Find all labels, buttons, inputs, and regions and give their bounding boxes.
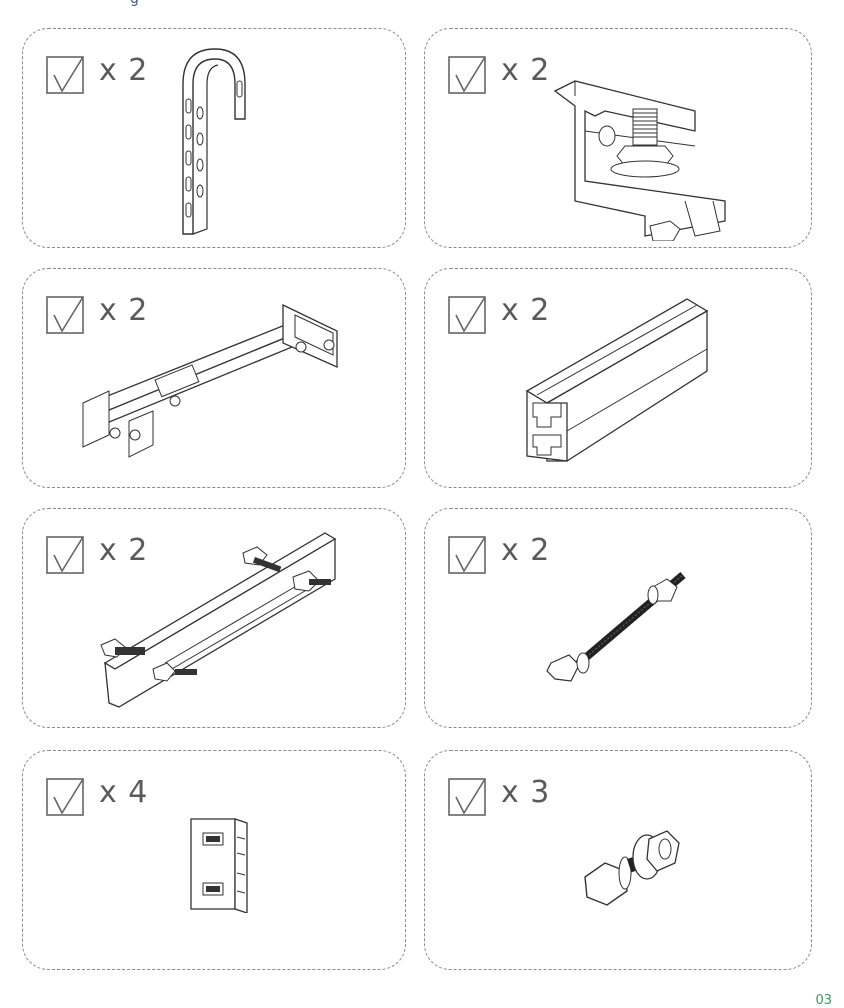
threaded-rod-icon	[546, 571, 686, 682]
rail-profile-icon	[525, 298, 709, 462]
quantity-label: x 2	[99, 293, 149, 328]
checkbox-checked-icon[interactable]	[447, 777, 487, 817]
quantity-label: x 2	[99, 533, 149, 568]
checkbox-checked-icon[interactable]	[45, 295, 85, 335]
quantity-label: x 4	[99, 775, 149, 810]
checkbox-checked-icon[interactable]	[447, 535, 487, 575]
end-cap-icon	[190, 818, 248, 913]
part-card-telescopic-leg: x 2	[22, 268, 406, 488]
hex-bolt-icon	[584, 830, 680, 906]
quantity-label: x 2	[99, 53, 149, 88]
quantity-label: x 2	[501, 533, 551, 568]
part-card-rail-splice: x 2	[22, 508, 406, 728]
checkbox-checked-icon[interactable]	[447, 295, 487, 335]
part-card-hook-bracket: x 2	[22, 28, 406, 248]
checkbox-checked-icon[interactable]	[447, 55, 487, 95]
checkbox-checked-icon[interactable]	[45, 55, 85, 95]
quantity-label: x 2	[501, 293, 551, 328]
checkbox-checked-icon[interactable]	[45, 777, 85, 817]
part-card-end-clamp: x 2	[424, 28, 812, 248]
end-clamp-icon	[553, 80, 726, 241]
part-card-threaded-rod: x 2	[424, 508, 812, 728]
checkbox-checked-icon[interactable]	[45, 535, 85, 575]
hook-bracket-icon	[182, 48, 246, 235]
rail-splice-icon	[100, 532, 337, 708]
page-number: 03	[815, 993, 832, 1008]
part-card-end-cap: x 4	[22, 750, 406, 970]
quantity-label: x 3	[501, 775, 551, 810]
telescopic-leg-icon	[82, 303, 338, 458]
part-card-hex-bolt: x 3	[424, 750, 812, 970]
part-card-rail-profile: x 2	[424, 268, 812, 488]
top-cut-text: g	[130, 0, 139, 7]
quantity-label: x 2	[501, 53, 551, 88]
